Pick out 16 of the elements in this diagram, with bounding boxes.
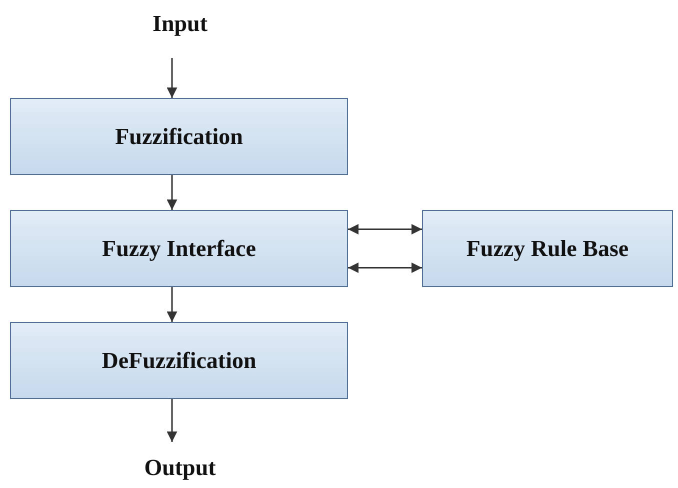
box-label: DeFuzzification [102, 348, 256, 374]
arrow [166, 399, 178, 442]
arrow [166, 175, 178, 210]
io-label: Output [120, 448, 240, 488]
process-box [10, 210, 348, 287]
box-label: Fuzzification [115, 124, 243, 150]
box-label: Fuzzy Interface [102, 236, 256, 262]
box-label: Fuzzy Rule Base [466, 236, 629, 262]
arrow [348, 262, 422, 273]
process-box [422, 210, 673, 287]
process-box [10, 98, 348, 175]
arrow [166, 287, 178, 322]
io-label: Input [120, 4, 240, 44]
process-box [10, 322, 348, 399]
arrow [348, 224, 422, 234]
arrow [166, 58, 178, 98]
